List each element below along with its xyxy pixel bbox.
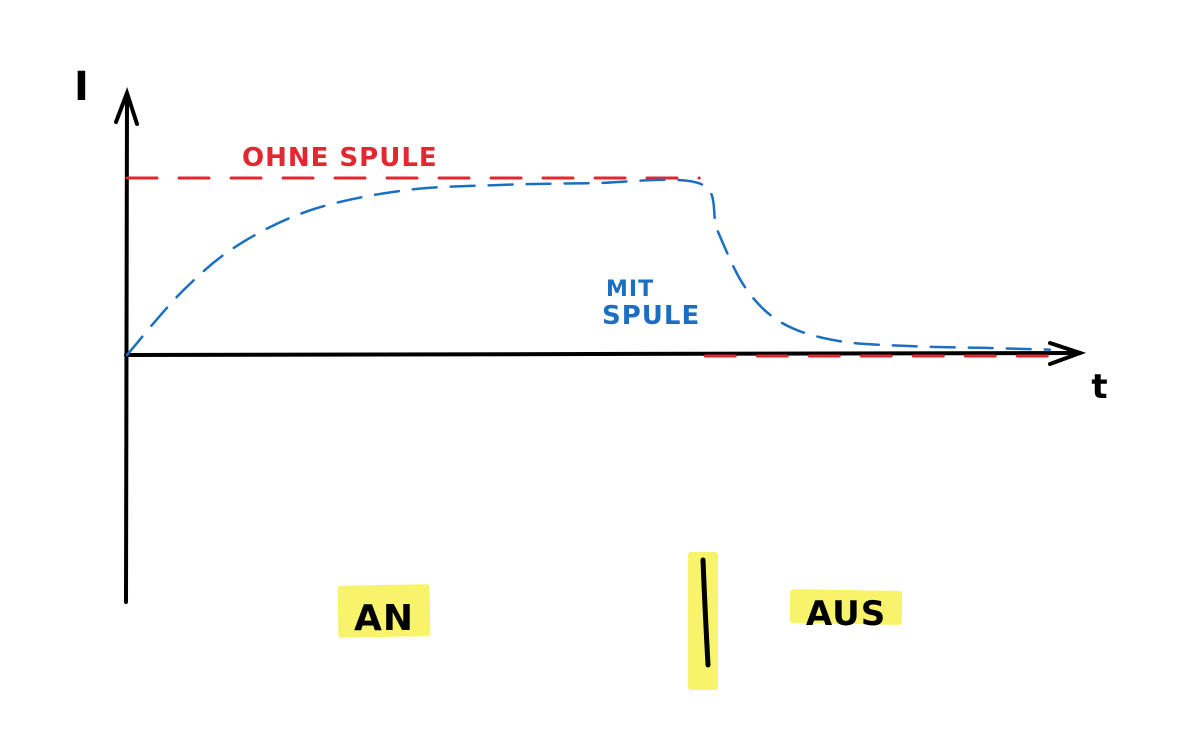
x-axis xyxy=(124,351,1082,357)
x-axis-label: t xyxy=(1091,367,1108,407)
switch-marker xyxy=(700,557,711,668)
highlight-switch xyxy=(688,552,718,690)
x-axis-arrow xyxy=(1048,341,1087,366)
axes xyxy=(114,86,1087,604)
series-layer xyxy=(125,176,1052,358)
series-line-ohne-spule xyxy=(125,176,1052,358)
phase-label-an: AN xyxy=(354,598,414,639)
phase-label-aus: AUS xyxy=(806,594,886,634)
y-axis xyxy=(124,93,129,604)
y-axis-label: I xyxy=(74,64,90,110)
highlight-aus xyxy=(789,589,903,625)
series-label-ohne-spule: OHNE SPULE xyxy=(242,143,438,173)
series-label-mit-spule-line2: SPULE xyxy=(602,301,700,331)
series-label-mit-spule: MIT SPULE xyxy=(602,277,700,331)
series-line-mit-spule xyxy=(125,178,1052,357)
highlight-an xyxy=(337,584,431,638)
y-axis-arrow xyxy=(114,86,139,126)
series-label-mit-spule-line1: MIT xyxy=(606,277,654,302)
